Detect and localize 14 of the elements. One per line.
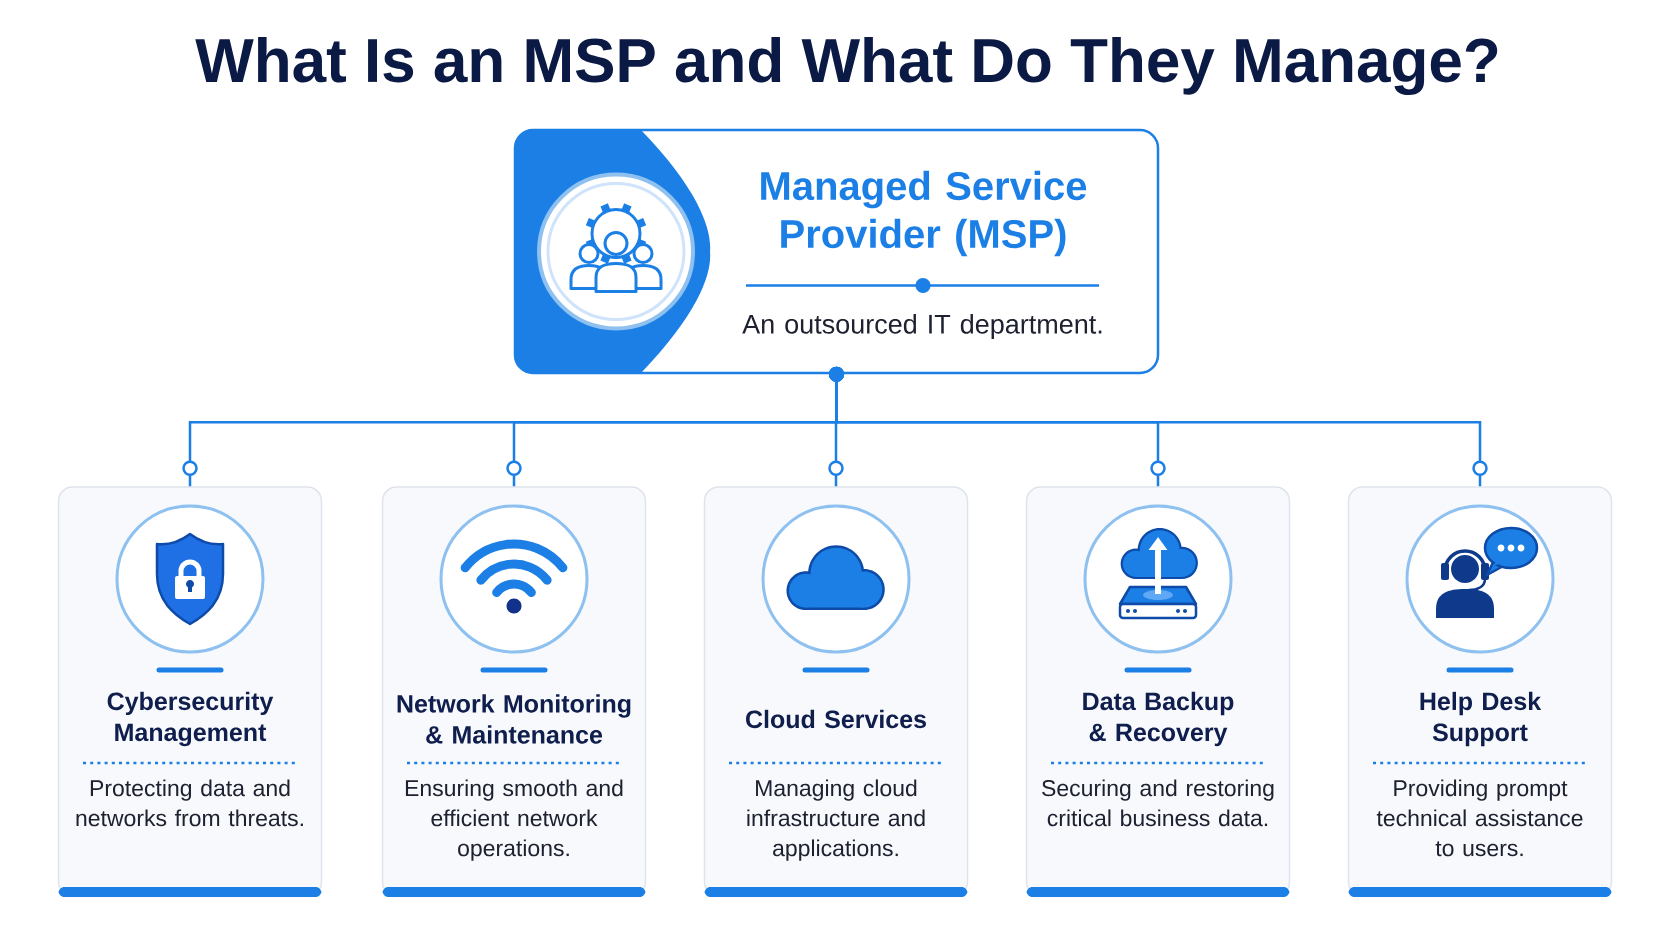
card-heading: Data Backup & Recovery	[1083, 691, 1234, 747]
card-heading: Network Monitoring & Maintenance	[397, 694, 631, 744]
card-description: Protecting data and networks from threats.	[76, 779, 303, 827]
title: What Is an MSP and What Do They Manage?	[195, 36, 1498, 96]
card-description: Ensuring smooth and efficient network operations.	[405, 779, 623, 861]
card-heading: Cloud Services	[746, 709, 926, 729]
card-heading: Cybersecurity Management	[107, 691, 274, 747]
card-description: Managing cloud infrastructure and applications.	[747, 779, 925, 861]
box-subtitle: An outsourced IT department.	[742, 313, 1102, 340]
card-description: Providing prompt technical assistance to users.	[1376, 779, 1583, 857]
box-heading: Managed Service Provider (MSP)	[761, 170, 1087, 257]
card-heading: Help Desk Support	[1420, 691, 1542, 747]
card-description: Securing and restoring critical business data.	[1042, 779, 1274, 827]
connector	[829, 366, 1488, 487]
